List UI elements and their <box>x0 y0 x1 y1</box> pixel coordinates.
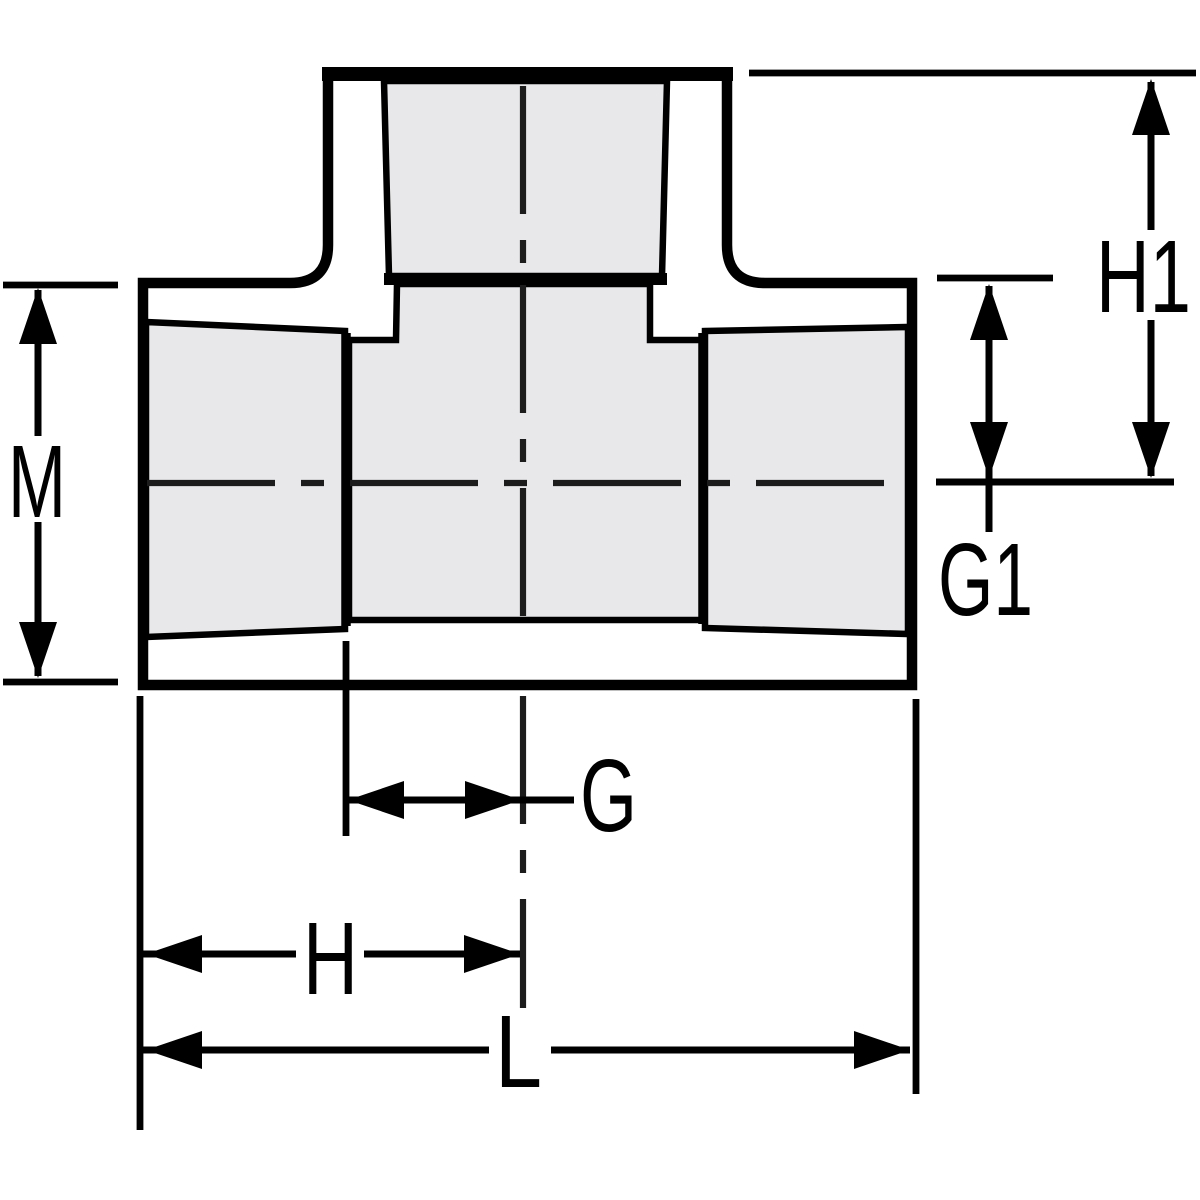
dimension-label-l: L <box>495 994 542 1109</box>
dimension-g: G <box>342 641 637 853</box>
left-socket-bore <box>142 318 349 641</box>
dimension-h1: H1 <box>749 69 1196 478</box>
h1-label-background <box>1092 230 1196 320</box>
arrow-left-icon <box>146 1031 202 1069</box>
arrow-right-icon <box>854 1031 910 1069</box>
arrow-down-icon <box>1132 422 1170 478</box>
arrow-left-icon <box>146 935 202 973</box>
dimension-label-h1: H1 <box>1096 219 1191 334</box>
arrow-up-icon <box>19 288 57 344</box>
arrow-up-icon <box>1132 79 1170 135</box>
l-label-background <box>489 1008 551 1098</box>
dimension-l: L <box>143 699 920 1109</box>
m-label-background <box>6 436 68 522</box>
dimension-g1: G1 <box>934 274 1053 637</box>
centerlines <box>147 86 1174 1010</box>
section-cavities <box>142 77 912 641</box>
dimension-label-h: H <box>303 901 358 1016</box>
dimension-label-g: G <box>580 738 637 853</box>
arrow-down-icon <box>970 422 1008 478</box>
arrow-down-icon <box>19 622 57 678</box>
g1-label-background <box>934 538 1038 620</box>
dimension-label-m: M <box>8 424 66 539</box>
dimension-m: M <box>3 281 118 686</box>
dimension-label-g1: G1 <box>938 522 1033 637</box>
arrow-right-icon <box>465 781 521 819</box>
arrow-up-icon <box>970 284 1008 340</box>
arrow-right-icon <box>464 935 520 973</box>
arrow-left-icon <box>348 781 404 819</box>
h-label-background <box>296 908 364 1002</box>
dimension-h: H <box>136 696 520 1130</box>
